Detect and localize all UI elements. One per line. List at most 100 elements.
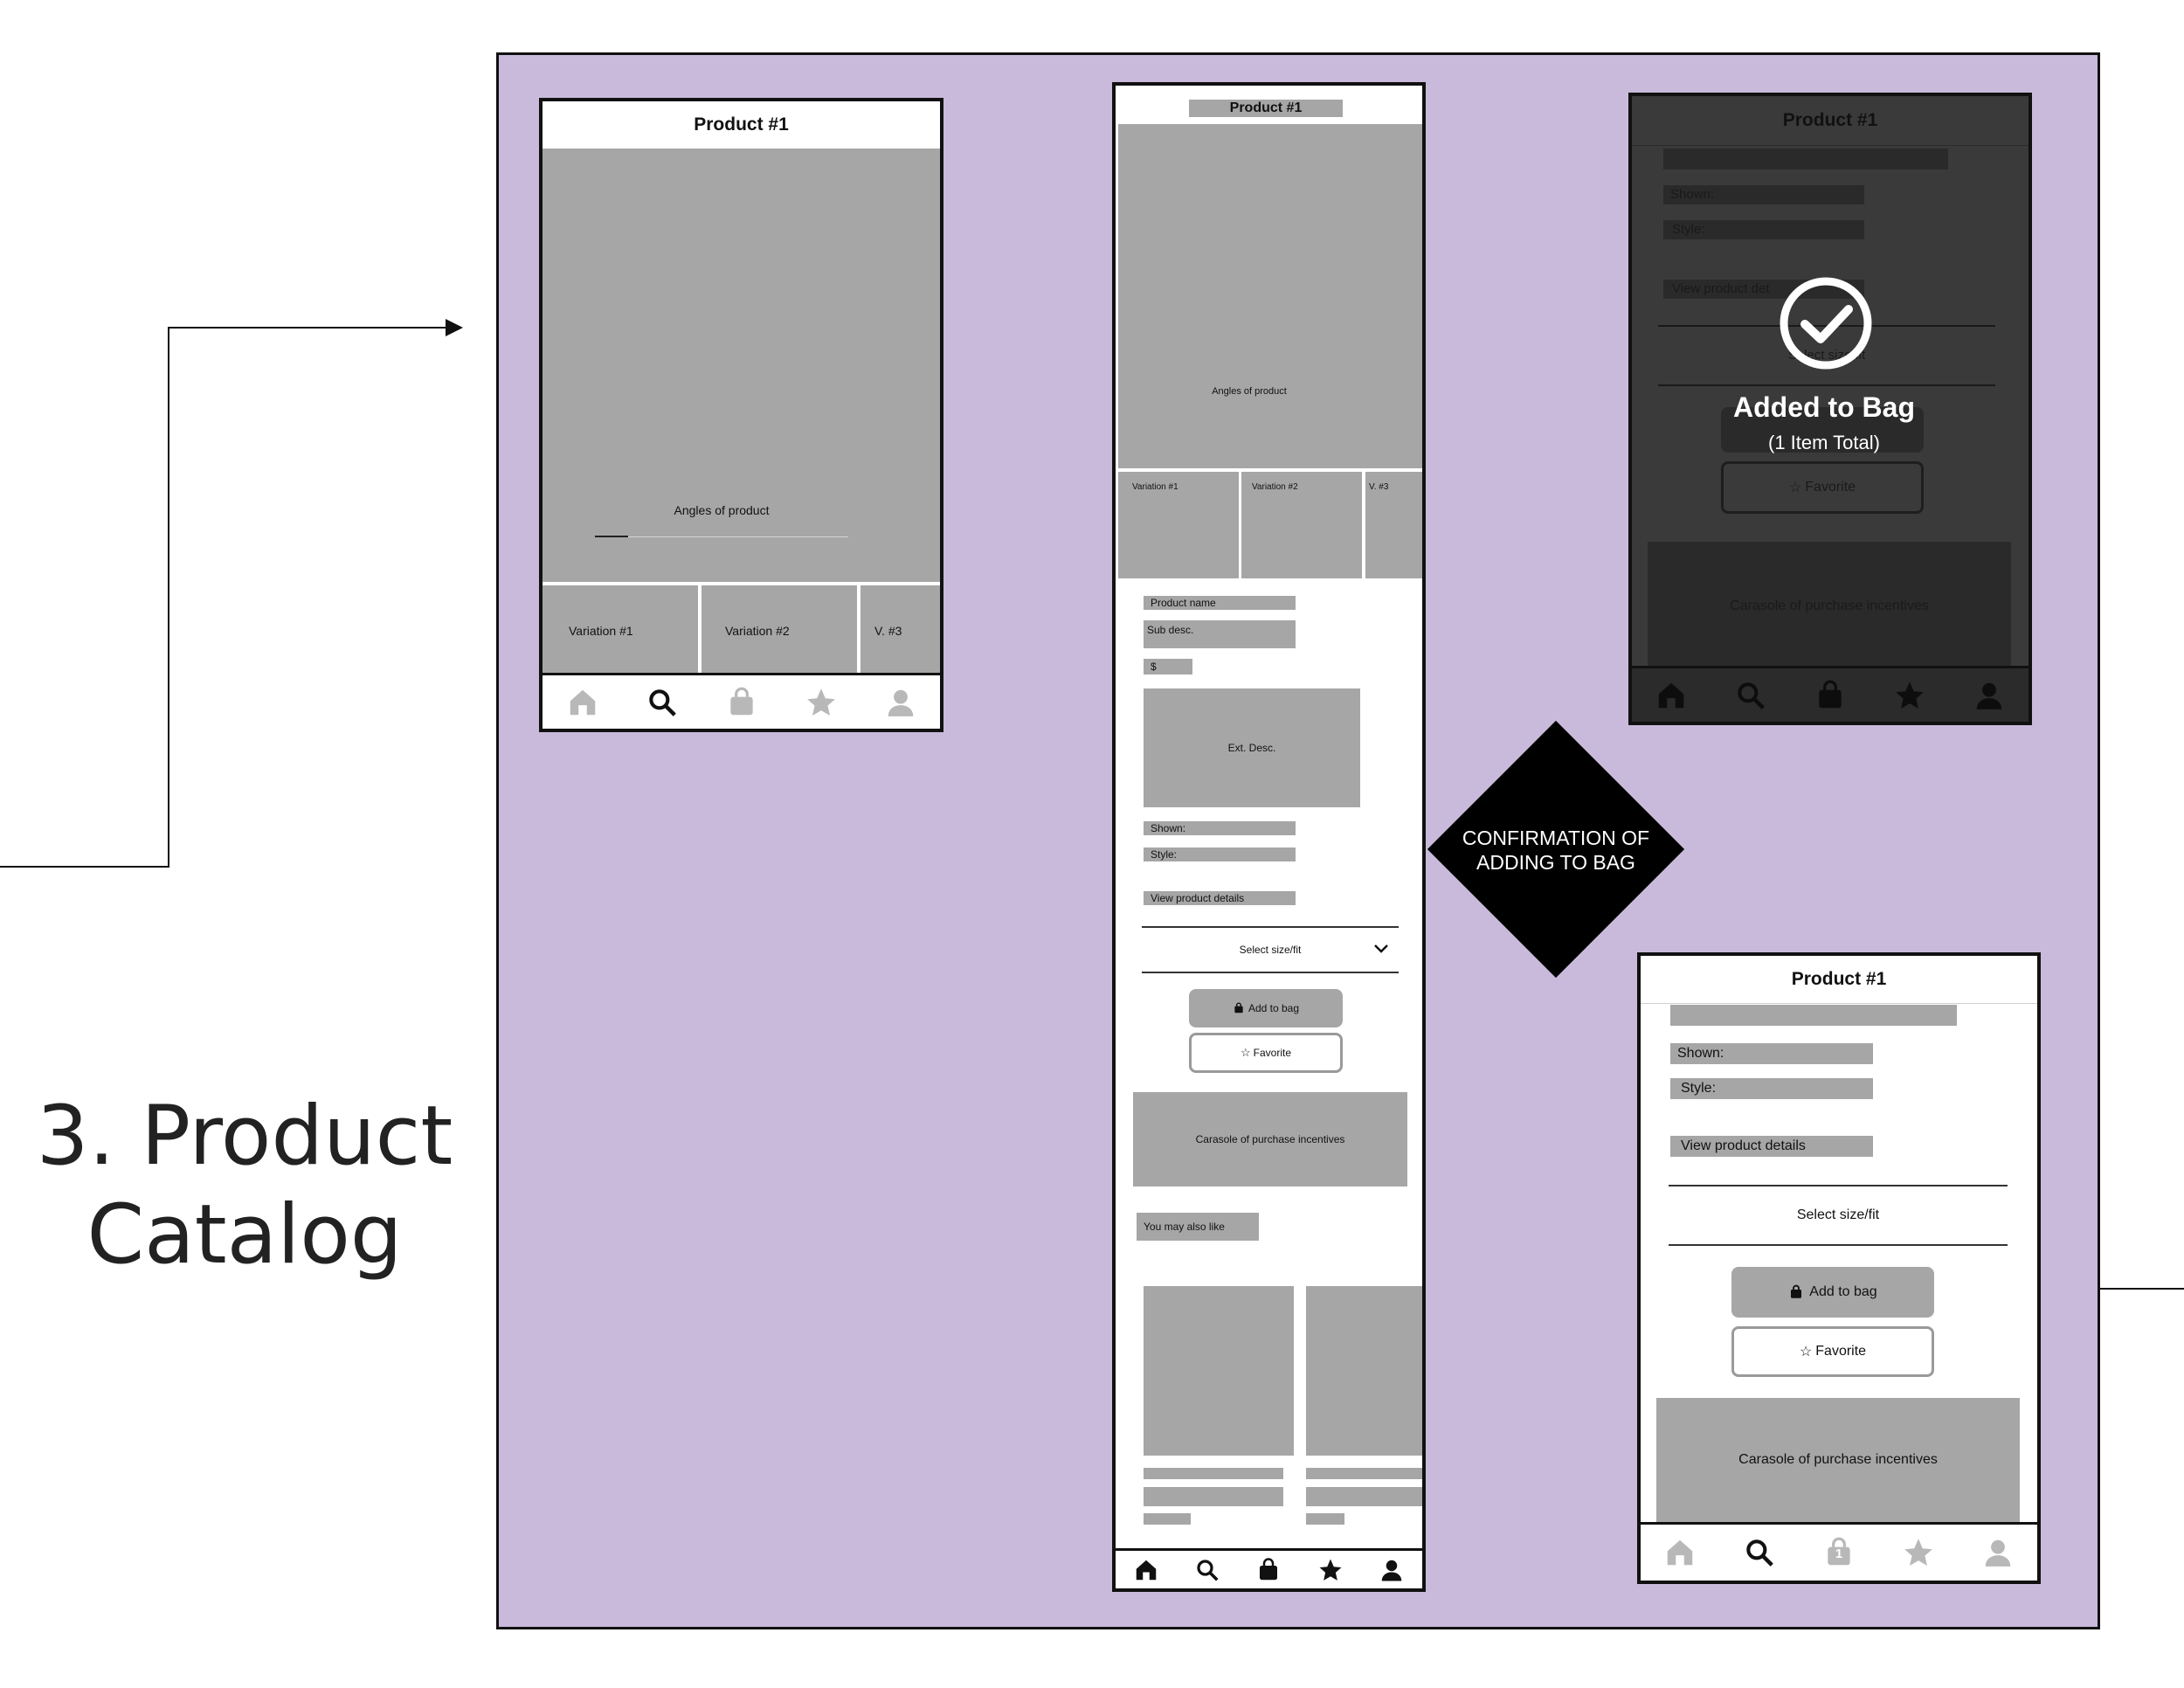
incentives-carousel-label: Carasole of purchase incentives [1730,598,1929,613]
divider [1658,384,1995,386]
add-to-bag-button[interactable]: Add to bag [1189,989,1343,1027]
recommended-product-text [1306,1513,1344,1525]
page-title-line2: Catalog [86,1186,403,1283]
bag-icon[interactable] [725,686,758,719]
favorite-button[interactable]: ☆ Favorite [1189,1033,1343,1073]
screen-added-to-bag: Product #1 Shown: Style: View product de… [1628,93,2032,725]
incentives-carousel-label: Carasole of purchase incentives [1195,1133,1345,1145]
hero-label: Angles of product [674,503,770,517]
bag-icon [1234,1002,1243,1013]
view-details-link[interactable]: View product details [1144,891,1296,905]
profile-icon[interactable] [884,686,917,719]
profile-icon[interactable] [1973,679,2006,712]
variation-3-label: V. #3 [874,624,902,638]
carousel-track [595,536,848,537]
style-label: Style: [1144,847,1296,861]
star-outline-icon: ☆ [1240,1046,1251,1059]
variation-2-label: Variation #2 [1252,482,1298,492]
style-label: Style: [1663,220,1864,239]
shown-label: Shown: [1144,821,1296,835]
variation-2[interactable]: Variation #2 [702,585,857,673]
favorite-button[interactable]: ☆ Favorite [1721,461,1924,514]
check-circle-icon [1779,276,1873,370]
bag-icon [1791,1284,1802,1298]
extended-description: Ext. Desc. [1144,688,1360,807]
add-to-bag-label: Add to bag [1809,1284,1877,1299]
added-to-bag-subtitle: (1 Item Total) [1768,432,1880,453]
variation-1[interactable]: Variation #1 [543,585,698,673]
incentives-carousel[interactable]: Carasole of purchase incentives [1656,1398,2020,1522]
recommended-product-text [1306,1487,1422,1506]
variation-2-label: Variation #2 [725,624,790,638]
page-title: 3. Product Catalog [17,1088,472,1285]
star-icon[interactable] [1893,679,1926,712]
bottom-nav [1116,1548,1422,1588]
variation-1[interactable]: Variation #1 [1118,472,1239,578]
home-icon[interactable] [1663,1536,1697,1569]
search-icon[interactable] [1734,679,1767,712]
star-icon[interactable] [1317,1557,1344,1583]
carousel-indicator[interactable] [595,536,628,537]
product-hero-image[interactable]: Angles of product [543,149,940,582]
variation-1-label: Variation #1 [1132,482,1178,492]
decision-label-line2: ADDING TO BAG [1476,851,1635,874]
variation-2[interactable]: Variation #2 [1241,472,1362,578]
star-outline-icon: ☆ [1799,1345,1813,1359]
recommended-product-image[interactable] [1144,1286,1294,1456]
screen-header-divider [1641,1003,2037,1004]
size-select-label: Select size/fit [1796,1207,1880,1222]
divider [1142,926,1399,928]
screen-product-initial: Product #1 Angles of product Variation #… [539,98,943,732]
size-select[interactable]: Select size/fit [1669,1186,2008,1244]
product-name: Product name [1144,596,1296,610]
bag-icon[interactable] [1255,1557,1282,1583]
sub-description: Sub desc. [1144,620,1296,648]
add-to-bag-button[interactable]: Add to bag [1731,1267,1934,1318]
bag-icon[interactable]: 1 [1822,1536,1856,1569]
search-icon[interactable] [646,686,679,719]
recommended-product-image[interactable] [1306,1286,1422,1456]
size-select-label: Select size/fit [1239,944,1302,956]
style-label-text: Style: [1672,222,1705,237]
recommended-product-text [1306,1468,1422,1479]
star-icon[interactable] [1902,1536,1935,1569]
add-to-bag-button[interactable] [1721,407,1924,453]
recommended-product-text [1144,1487,1283,1506]
profile-icon[interactable] [1981,1536,2015,1569]
variation-3[interactable]: V. #3 [860,585,940,673]
divider [1142,972,1399,973]
home-icon[interactable] [1655,679,1688,712]
add-to-bag-label: Add to bag [1248,1002,1300,1014]
variation-1-label: Variation #1 [569,624,633,638]
entry-connector [0,319,463,868]
variation-3-label: V. #3 [1369,482,1389,492]
bag-icon[interactable] [1814,679,1847,712]
chevron-down-icon[interactable] [1372,942,1390,960]
added-to-bag-title: Added to Bag [1733,391,1915,423]
view-details-text: View product det [1672,281,1770,296]
product-name-bar [1663,149,1948,169]
home-icon[interactable] [1133,1557,1159,1583]
search-icon[interactable] [1743,1536,1776,1569]
size-select[interactable]: Select size/fit [1142,928,1399,972]
incentives-carousel-label: Carasole of purchase incentives [1738,1452,1938,1467]
search-icon[interactable] [1194,1557,1220,1583]
divider [1669,1244,2008,1246]
incentives-carousel[interactable]: Carasole of purchase incentives [1648,542,2011,671]
style-label: Style: [1670,1078,1873,1099]
product-hero-image[interactable]: Angles of product [1118,124,1422,468]
star-icon[interactable] [805,686,838,719]
favorite-label: Favorite [1815,1344,1867,1359]
profile-icon[interactable] [1379,1557,1405,1583]
incentives-carousel[interactable]: Carasole of purchase incentives [1133,1092,1407,1186]
home-icon[interactable] [566,686,599,719]
favorite-button[interactable]: ☆ Favorite [1731,1326,1934,1377]
view-details-link[interactable]: View product details [1670,1136,1873,1157]
product-name-bar [1670,1005,1957,1026]
variation-3[interactable]: V. #3 [1365,472,1422,578]
screen-title: Product #1 [1782,110,1878,130]
favorite-label: Favorite [1253,1047,1291,1059]
shown-label: Shown: [1670,1043,1873,1064]
hero-label: Angles of product [1212,386,1287,397]
shown-label: Shown: [1663,185,1864,204]
